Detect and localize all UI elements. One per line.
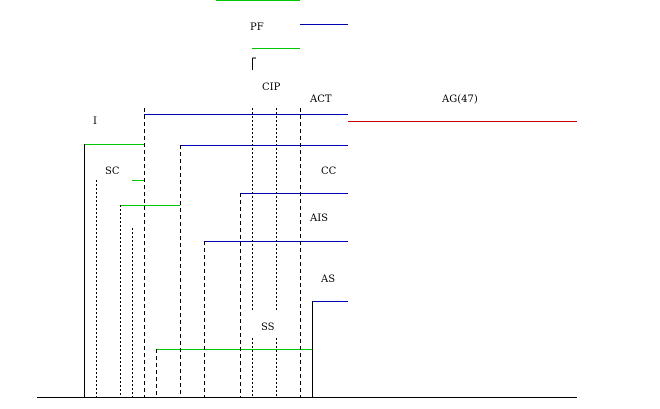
label-pf: PF: [250, 22, 264, 33]
vertical-connectors: [84, 57, 313, 397]
label-ais: AIS: [309, 213, 328, 224]
label-i: I: [93, 116, 97, 127]
diagram-labels: PF CIP ACT AG(47) I SC CC AIS AS SS: [93, 22, 478, 333]
label-sc: SC: [105, 166, 120, 177]
label-cip: CIP: [262, 82, 281, 93]
diagram-lines: [37, 0, 577, 398]
label-as: AS: [320, 274, 335, 285]
label-act: ACT: [309, 94, 332, 105]
label-ag: AG(47): [441, 94, 478, 105]
label-ss: SS: [261, 322, 275, 333]
label-cc: CC: [321, 166, 337, 177]
